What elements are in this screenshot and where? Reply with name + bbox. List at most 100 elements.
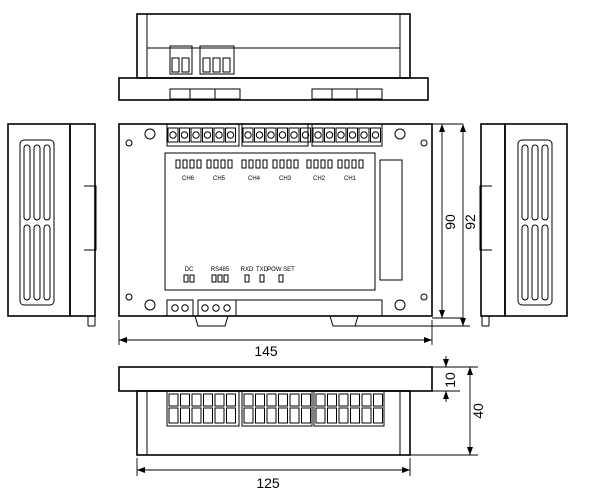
dimension-145: 145 [118, 320, 433, 359]
terminal-screw [290, 131, 298, 139]
svg-text:10: 10 [442, 372, 458, 388]
terminal-body [255, 407, 265, 424]
channel-led [189, 159, 195, 169]
terminal-slot [265, 127, 277, 143]
front-view: CH6 CH5 CH4 CH3 CH2 CH1 DC RS485 RXD TXD… [118, 123, 433, 327]
terminal-screw [267, 131, 275, 139]
terminal-plug [266, 393, 277, 407]
terminal-body [338, 407, 349, 424]
channel-led [248, 159, 254, 169]
terminal-slot [288, 127, 300, 143]
terminal-screw [337, 131, 345, 139]
terminal-plug [168, 393, 179, 407]
terminal-plug [203, 393, 213, 407]
terminal-plug [278, 393, 288, 407]
terminal-plug [289, 393, 300, 407]
channel-led [220, 159, 226, 169]
terminal-plug [191, 393, 202, 407]
terminal-body [327, 407, 337, 424]
terminal-plug [243, 393, 254, 407]
terminal-slot [202, 127, 213, 143]
right-side-view [479, 123, 568, 327]
terminal-body [203, 407, 213, 424]
channel-label-ch3: CH3 [279, 176, 292, 182]
terminal-plug [327, 393, 337, 407]
pcb-panel [164, 152, 376, 291]
terminal-slot [277, 127, 288, 143]
terminal-body [214, 407, 225, 424]
svg-text:145: 145 [254, 343, 278, 359]
terminal-screw [215, 131, 223, 139]
terminal-screw [278, 131, 287, 139]
channel-led [255, 159, 261, 169]
indicator-rs485: RS485 [211, 267, 230, 273]
indicator-leds [183, 274, 284, 283]
terminal-plug [315, 393, 326, 407]
terminal-slot [347, 127, 358, 143]
channel-led [175, 159, 181, 169]
dimension-90: 90 [432, 123, 463, 319]
channel-label-ch5: CH5 [213, 176, 226, 182]
indicator-rxd: RXD [241, 267, 254, 273]
terminal-screw [203, 131, 212, 139]
channel-led [272, 159, 278, 169]
channel-led [344, 159, 350, 169]
terminal-body [266, 407, 277, 424]
indicator-dc: DC [185, 267, 194, 273]
channel-led [306, 159, 312, 169]
dimension-92: 92 [355, 124, 478, 327]
terminal-slot [225, 127, 236, 143]
bottom-terminal-blocks [166, 299, 383, 327]
terminal-screw [169, 131, 177, 139]
terminal-slot [242, 127, 254, 143]
channel-led [358, 159, 364, 169]
terminal-slot [324, 127, 335, 143]
svg-text:92: 92 [462, 214, 478, 230]
dimension-10: 10 [432, 356, 460, 402]
terminal-body [243, 407, 254, 424]
terminal-screw [360, 131, 368, 139]
terminal-body [191, 407, 202, 424]
top-terminal-blocks [166, 123, 383, 147]
terminal-plug [350, 393, 360, 407]
terminal-plug [226, 393, 236, 407]
svg-text:40: 40 [470, 403, 486, 419]
terminal-plug [338, 393, 349, 407]
channel-led [337, 159, 343, 169]
terminal-screw [325, 131, 334, 139]
channel-label-ch6: CH6 [182, 176, 195, 182]
terminal-body [180, 407, 190, 424]
terminal-slot [358, 127, 370, 143]
terminal-slot [335, 127, 347, 143]
terminal-body [315, 407, 326, 424]
channel-label-ch2: CH2 [313, 176, 326, 182]
terminal-body [373, 407, 383, 424]
top-view [118, 13, 429, 101]
terminal-screw [226, 131, 235, 139]
terminal-screw [314, 131, 322, 139]
channel-led [196, 159, 202, 169]
terminal-plug [373, 393, 383, 407]
terminal-body [168, 407, 179, 424]
terminal-slot [213, 127, 225, 143]
terminal-plug [255, 393, 265, 407]
side-slot [379, 159, 403, 281]
channel-led [213, 159, 219, 169]
channel-led [279, 159, 285, 169]
terminal-screw [244, 131, 252, 139]
terminal-slot [370, 127, 381, 143]
svg-text:125: 125 [256, 475, 280, 491]
terminal-screw [301, 131, 310, 139]
terminal-plug [301, 393, 311, 407]
terminal-body [301, 407, 311, 424]
terminal-screw [371, 131, 380, 139]
terminal-screw [180, 131, 189, 139]
terminal-screw [192, 131, 200, 139]
channel-led [351, 159, 357, 169]
terminal-body [289, 407, 300, 424]
left-side-view [7, 123, 97, 327]
channel-led [293, 159, 299, 169]
channel-led [327, 159, 333, 169]
dimension-125: 125 [136, 458, 411, 491]
